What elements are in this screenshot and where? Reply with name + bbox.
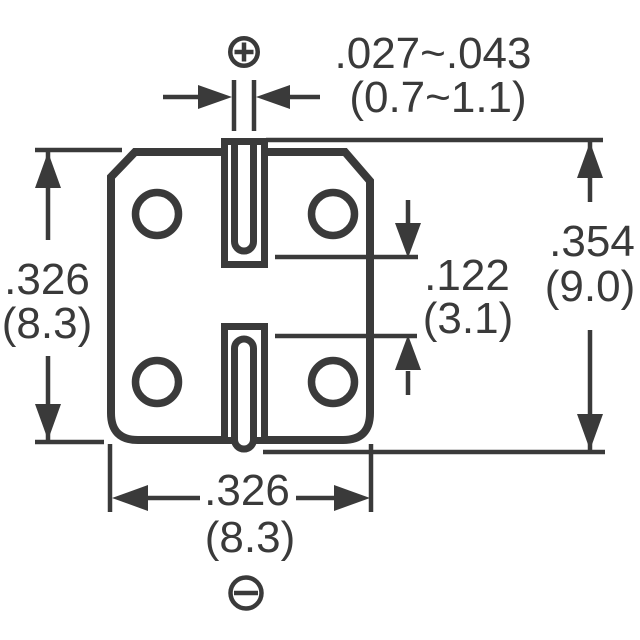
lead-width-arrowhead-right	[256, 85, 290, 109]
body-width-arrowhead-left	[112, 485, 148, 511]
body-height-dimension: .326 (8.3)	[2, 147, 122, 445]
lead-gap-value-in: .122	[424, 251, 510, 300]
body-width-value-mm: (8.3)	[205, 513, 295, 562]
overall-height-value-in: .354	[549, 217, 635, 266]
lead-width-value-mm: (0.7~1.1)	[349, 73, 526, 122]
body-width-dimension: .326 (8.3)	[107, 444, 374, 562]
lead-gap-dimension: .122 (3.1)	[275, 200, 513, 395]
hole-bottom-right	[307, 356, 359, 408]
lead-width-arrowhead-left	[198, 85, 232, 109]
body-width-arrowhead-right	[334, 485, 370, 511]
body-height-arrowhead-up	[35, 152, 61, 188]
body-width-value-in: .326	[204, 466, 290, 515]
body-height-value-mm: (8.3)	[2, 299, 92, 348]
lead-gap-arrowhead-up	[395, 335, 421, 370]
lead-gap-value-mm: (3.1)	[423, 294, 513, 343]
hole-bottom-left	[131, 356, 183, 408]
overall-height-dimension: .354 (9.0)	[263, 137, 635, 455]
body-height-value-in: .326	[4, 255, 90, 304]
lead-gap-arrowhead-down	[395, 223, 421, 258]
lead-width-value-in: .027~.043	[335, 29, 532, 78]
positive-lead-slot	[231, 145, 257, 255]
hole-top-left	[131, 188, 183, 240]
negative-lead-slot	[231, 335, 257, 453]
overall-height-value-mm: (9.0)	[545, 262, 635, 311]
polarity-negative-icon	[228, 575, 264, 611]
overall-height-arrowhead-up	[577, 142, 603, 178]
lead-width-dimension: .027~.043 (0.7~1.1)	[163, 29, 531, 131]
overall-height-arrowhead-down	[577, 414, 603, 450]
hole-top-right	[307, 188, 359, 240]
body-height-arrowhead-down	[35, 404, 61, 440]
polarity-positive-icon	[228, 36, 260, 68]
